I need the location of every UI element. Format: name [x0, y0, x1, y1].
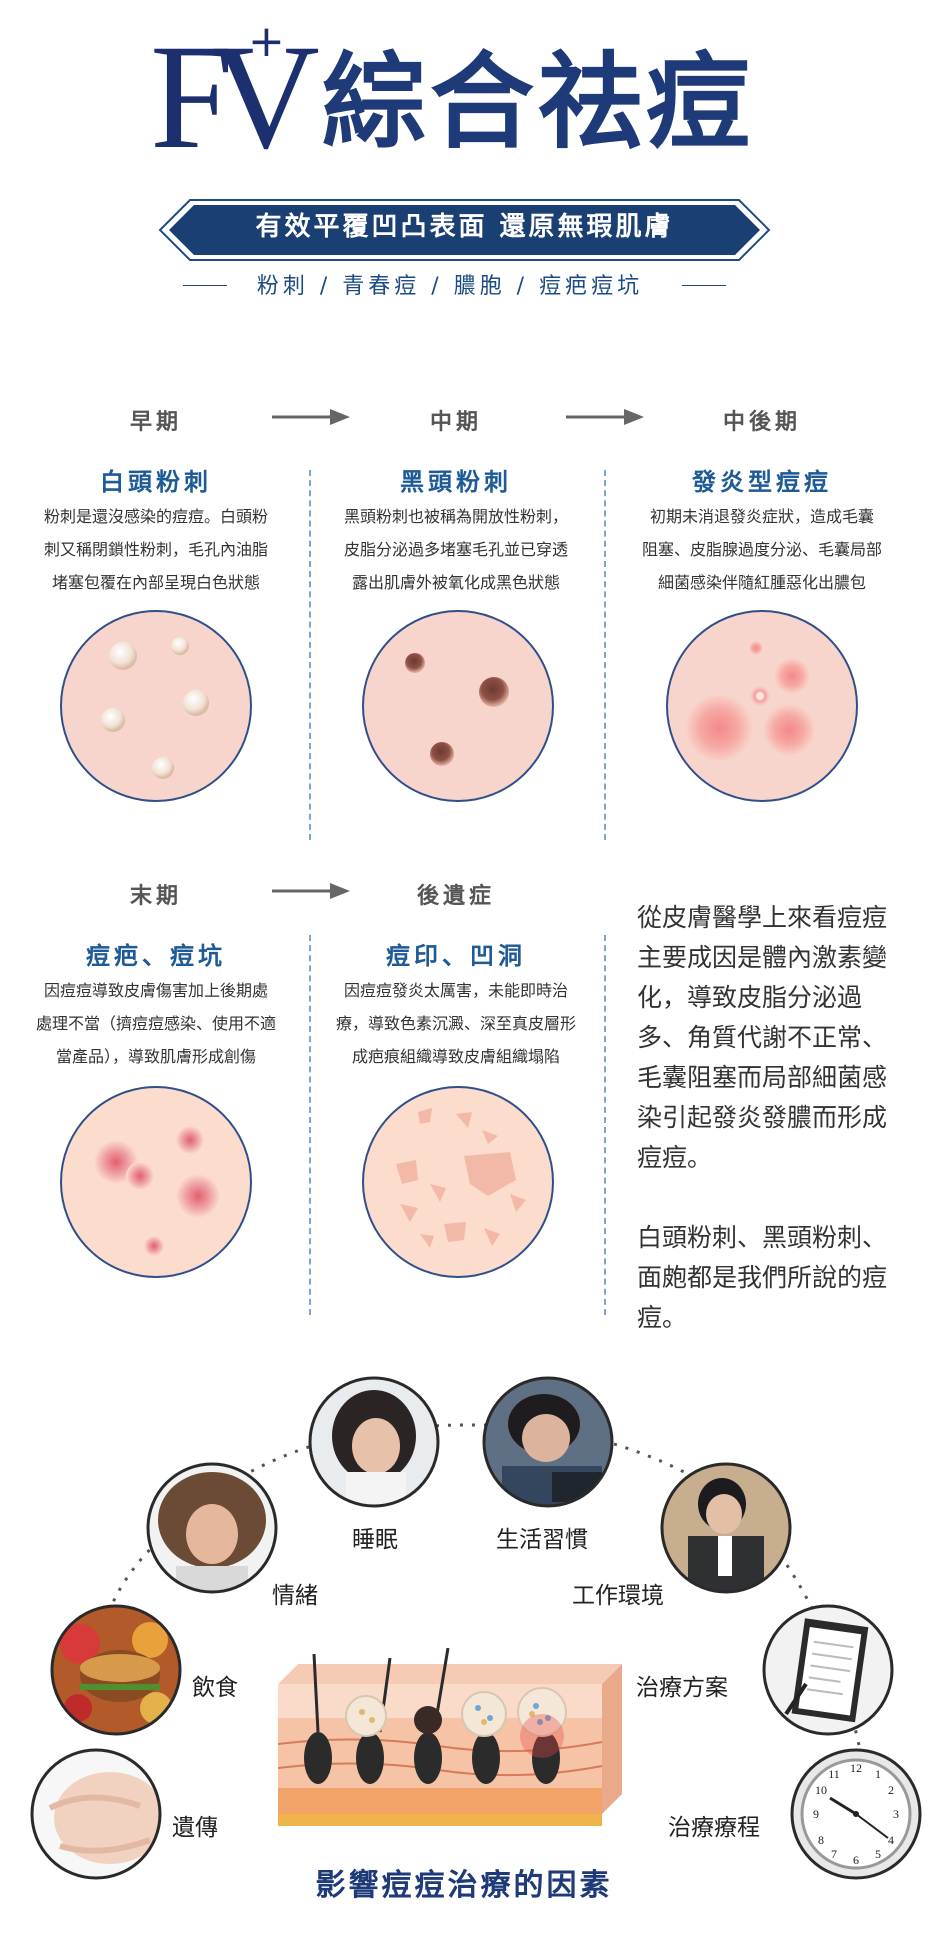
treatment-plan-photo — [762, 1604, 894, 1736]
factor-label-plan: 治療方案 — [636, 1675, 728, 1701]
whitehead-skin-illustration — [60, 610, 252, 802]
factor-label-course: 治療療程 — [668, 1815, 760, 1841]
svg-text:6: 6 — [853, 1853, 859, 1867]
svg-text:11: 11 — [828, 1767, 840, 1781]
stage-name-blackhead: 黑頭粉刺 — [400, 468, 512, 496]
stage-label-late: 末期 — [129, 884, 182, 909]
stage-label-middle: 中期 — [429, 410, 482, 435]
emotion-photo — [146, 1462, 278, 1594]
page-title: 綜合祛痘 — [322, 40, 755, 163]
svg-text:12: 12 — [850, 1761, 862, 1775]
svg-text:2: 2 — [888, 1783, 894, 1797]
work-photo — [660, 1462, 792, 1594]
stage-desc-marks: 因痘痘發炎太厲害，未能即時治療，導致色素沉澱、深至真皮層形成疤痕組織導致皮膚組織… — [335, 981, 576, 1066]
subtitle-line-right — [682, 285, 726, 286]
factor-label-work: 工作環境 — [572, 1583, 664, 1609]
divider-line — [604, 470, 606, 840]
svg-text:10: 10 — [815, 1783, 827, 1797]
mark-skin-illustration — [362, 1086, 554, 1278]
inflammatory-skin-illustration — [666, 610, 858, 802]
subtitle-line-left — [183, 285, 227, 286]
svg-text:5: 5 — [875, 1847, 881, 1861]
stage-label-aftereffect: 後遺症 — [416, 884, 495, 909]
svg-text:9: 9 — [813, 1807, 819, 1821]
factor-label-diet: 飲食 — [192, 1675, 238, 1701]
stage-label-mid-late: 中後期 — [722, 410, 801, 435]
arrow-right-icon — [566, 409, 644, 425]
factor-label-sleep: 睡眠 — [352, 1527, 398, 1553]
explanation-paragraph: 白頭粉刺、黑頭粉刺、面皰都是我們所說的痘痘。 — [637, 1223, 888, 1332]
subtitle: 粉刺 / 青春痘 / 膿胞 / 痘疤痘坑 — [256, 274, 644, 299]
explanation-text: 從皮膚醫學上來看痘痘主要成因是體內激素變化，導致皮脂分泌過多、角質代謝不正常、毛… — [637, 898, 897, 1378]
factor-label-habits: 生活習慣 — [496, 1527, 588, 1553]
fv-logo: FV — [150, 14, 320, 180]
scar-skin-illustration — [60, 1086, 252, 1278]
skin-cross-section-illustration — [278, 1648, 622, 1826]
svg-text:4: 4 — [888, 1833, 894, 1847]
factor-label-genetics: 遺傳 — [172, 1815, 218, 1841]
svg-text:7: 7 — [831, 1847, 837, 1861]
divider-line — [309, 470, 311, 840]
svg-text:8: 8 — [818, 1833, 824, 1847]
stage-name-whitehead: 白頭粉刺 — [100, 468, 212, 496]
stage-name-inflammatory: 發炎型痘痘 — [692, 468, 832, 496]
stage-desc-blackhead: 黑頭粉刺也被稱為開放性粉刺，皮脂分泌過多堵塞毛孔並已穿透露出肌膚外被氧化成黑色狀… — [343, 507, 568, 592]
svg-text:3: 3 — [893, 1807, 899, 1821]
blackhead-skin-illustration — [362, 610, 554, 802]
banner-shape — [158, 199, 771, 261]
svg-text:1: 1 — [875, 1767, 881, 1781]
stage-desc-scars: 因痘痘導致皮膚傷害加上後期處處理不當（擠痘痘感染、使用不適當產品），導致肌膚形成… — [35, 981, 276, 1066]
sleep-photo — [308, 1376, 440, 1508]
divider-line — [309, 935, 311, 1315]
stage-name-marks: 痘印、凹洞 — [386, 942, 526, 970]
diet-photo — [50, 1604, 182, 1736]
stage-label-early: 早期 — [129, 410, 182, 435]
stage-name-scars: 痘疤、痘坑 — [86, 942, 226, 970]
arrow-right-icon — [272, 883, 350, 899]
genetics-photo — [30, 1748, 162, 1880]
habits-photo — [482, 1376, 614, 1508]
stage-desc-whitehead: 粉刺是還沒感染的痘痘。白頭粉刺又稱閉鎖性粉刺，毛孔內油脂堵塞包覆在內部呈現白色狀… — [43, 507, 268, 592]
explanation-paragraph: 從皮膚醫學上來看痘痘主要成因是體內激素變化，導致皮脂分泌過多、角質代謝不正常、毛… — [637, 903, 888, 1172]
arrow-right-icon — [272, 409, 350, 425]
divider-line — [604, 935, 606, 1315]
stage-desc-inflammatory: 初期未消退發炎症狀，造成毛囊阻塞、皮脂腺過度分泌、毛囊局部細菌感染伴隨紅腫惡化出… — [641, 507, 882, 592]
section-title-factors: 影響痘痘治療的因素 — [315, 1868, 613, 1903]
factor-label-emotion: 情緒 — [272, 1583, 318, 1609]
logo-plus-icon: + — [248, 16, 285, 67]
banner-text: 有效平覆凹凸表面 還原無瑕肌膚 — [255, 212, 674, 242]
